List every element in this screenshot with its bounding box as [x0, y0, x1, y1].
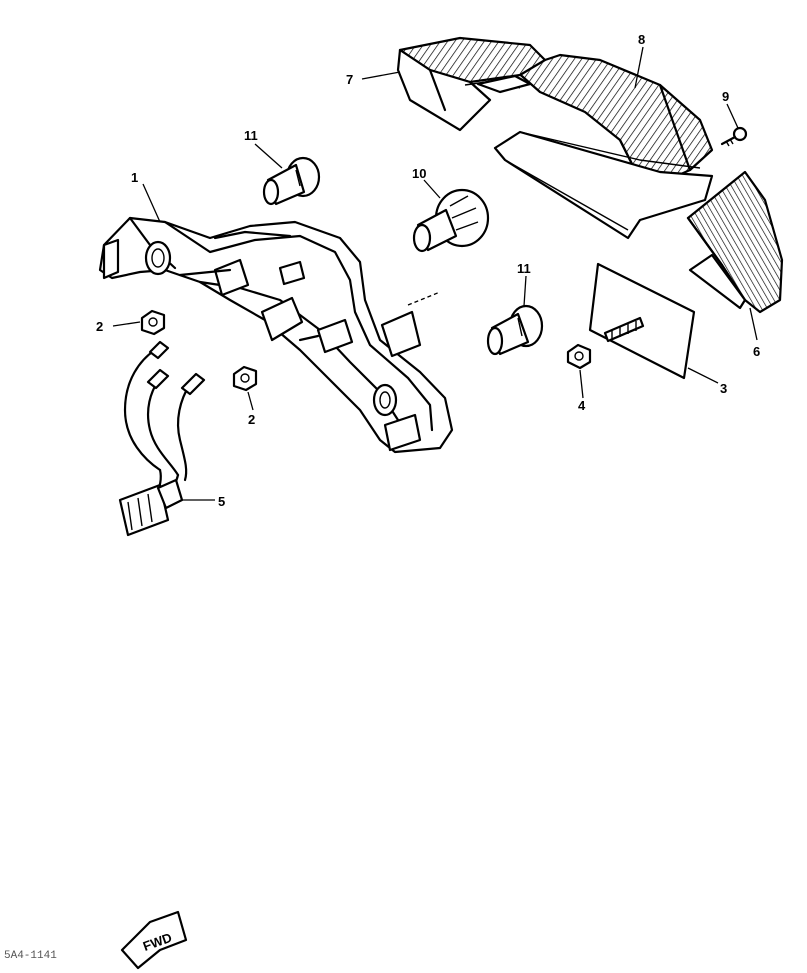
plate-part-3	[588, 262, 696, 380]
callout-2-bottom: 2	[248, 412, 255, 427]
figure-code: 5A4-1141	[4, 950, 57, 962]
callout-labels: 1 2 2 3 4 5 6 7 8 9 10 11 11	[96, 32, 760, 509]
callout-11-top: 11	[244, 128, 258, 143]
nut-part-2-left	[140, 309, 166, 336]
callout-9: 9	[722, 89, 729, 104]
callout-8: 8	[638, 32, 645, 47]
callout-7: 7	[346, 72, 353, 87]
nut-part-4	[566, 343, 592, 370]
tail-lens-part-8	[493, 53, 714, 240]
callout-1: 1	[131, 170, 138, 185]
side-lens-part-7	[396, 36, 547, 132]
callout-11-right: 11	[517, 261, 531, 276]
screw-part-9	[720, 126, 748, 147]
bulb-part-10	[412, 188, 490, 253]
wire-harness-part-5	[118, 340, 206, 537]
callout-3: 3	[720, 381, 727, 396]
bulb-part-11-right	[486, 304, 544, 356]
side-reflector-part-6	[686, 170, 784, 314]
callout-2-left: 2	[96, 319, 103, 334]
callout-6: 6	[753, 344, 760, 359]
callout-10: 10	[412, 166, 426, 181]
nut-part-2-bottom	[232, 365, 258, 392]
leader-lines	[112, 46, 758, 501]
bulb-part-11-top	[262, 156, 321, 206]
forward-arrow: FWD	[120, 910, 188, 970]
housing-part-1	[98, 216, 454, 454]
callout-4: 4	[578, 398, 586, 413]
callout-5: 5	[218, 494, 225, 509]
